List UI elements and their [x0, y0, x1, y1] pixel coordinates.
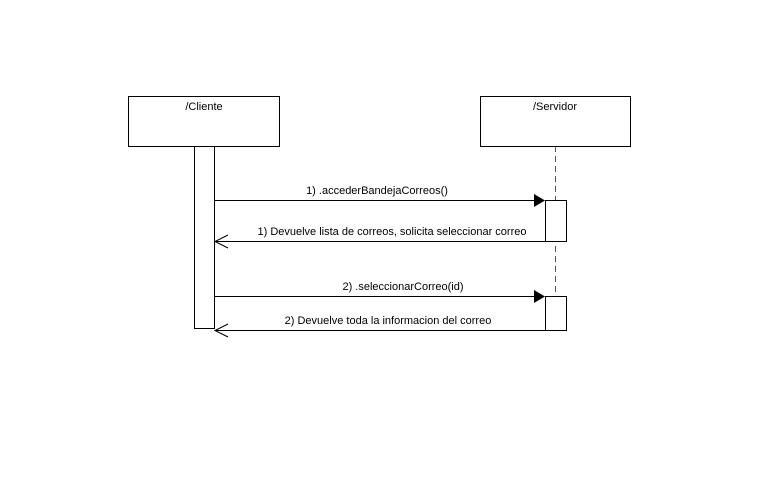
participant-label-servidor: /Servidor: [533, 101, 577, 113]
participant-label-cliente: /Cliente: [185, 101, 222, 113]
activation-bar-servidor-1: [545, 200, 567, 242]
message-1-label: 1) .accederBandejaCorreos(): [306, 185, 448, 197]
message-1-arrowhead: [534, 194, 545, 207]
participant-box-servidor[interactable]: [480, 96, 631, 147]
message-2-label: 1) Devuelve lista de correos, solicita s…: [257, 226, 526, 238]
message-4-label: 2) Devuelve toda la informacion del corr…: [285, 315, 492, 327]
message-3-arrowhead: [534, 290, 545, 303]
message-2-arrowhead: [213, 234, 229, 249]
message-4-arrowhead: [213, 323, 229, 338]
message-3-label: 2) .seleccionarCorreo(id): [342, 281, 463, 293]
activation-bar-cliente: [194, 146, 215, 329]
activation-bar-servidor-2: [545, 296, 567, 331]
